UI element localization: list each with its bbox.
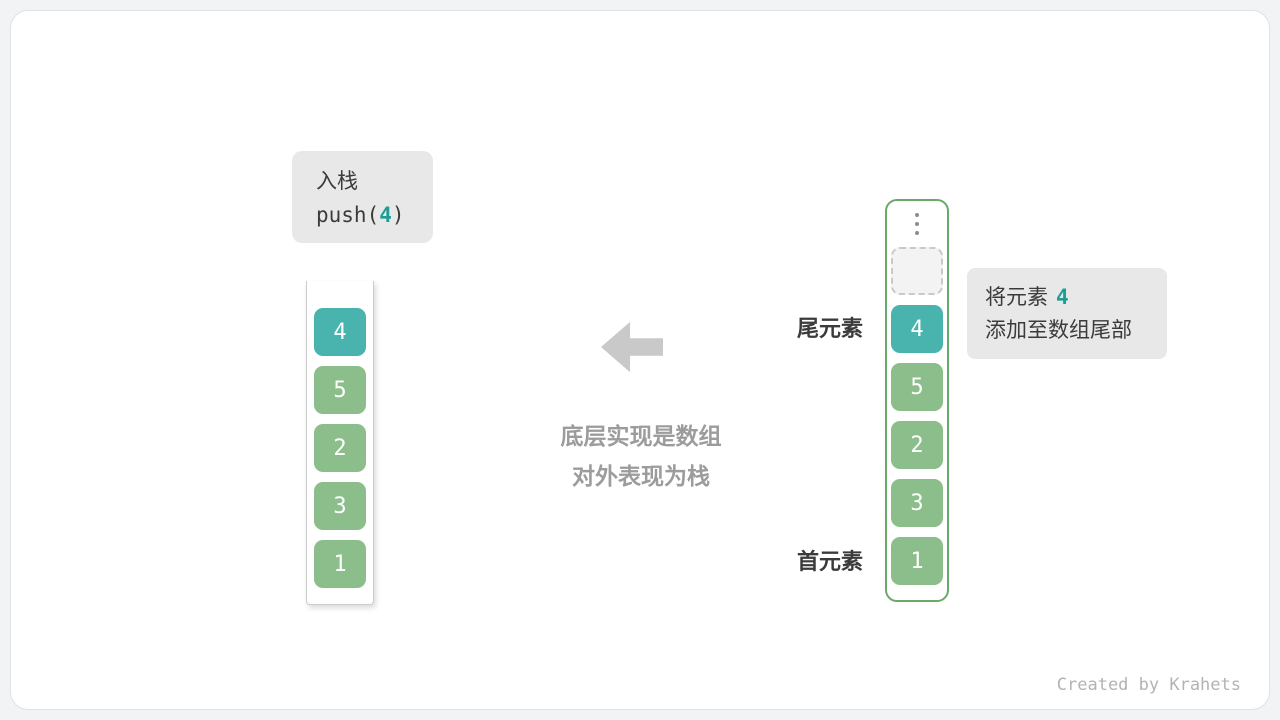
push-operation-title: 入栈 — [316, 170, 358, 193]
stack-cell: 1 — [314, 540, 366, 588]
left-arrow-icon — [601, 321, 663, 373]
annotation-line-1: 将元素 4 — [985, 281, 1167, 314]
diagram-card: 入栈 push(4) 4 5 2 3 1 底层实现是数组 对外表现为栈 尾元素 … — [10, 10, 1270, 710]
push-operation-code: push(4) — [316, 203, 433, 227]
array-cell: 1 — [891, 537, 943, 585]
credit-text: Created by Krahets — [1056, 675, 1241, 695]
ellipsis-icon — [915, 211, 919, 237]
array-cell: 5 — [891, 363, 943, 411]
stack-cell-top: 4 — [314, 308, 366, 356]
explanation-line-2: 对外表现为栈 — [572, 463, 710, 489]
annotation-value: 4 — [1056, 285, 1069, 309]
stack-cell: 5 — [314, 366, 366, 414]
annotation-line-2: 添加至数组尾部 — [985, 319, 1132, 342]
stack-cell: 3 — [314, 482, 366, 530]
head-element-label: 首元素 — [796, 549, 863, 574]
explanation-text: 底层实现是数组 对外表现为栈 — [451, 416, 831, 496]
tail-element-label: 尾元素 — [796, 316, 863, 341]
explanation-line-1: 底层实现是数组 — [560, 423, 722, 449]
push-code-prefix: push( — [316, 203, 380, 227]
array-view-container: 4 5 2 3 1 — [885, 199, 949, 602]
array-cell: 3 — [891, 479, 943, 527]
push-code-suffix: ) — [391, 203, 405, 227]
push-operation-label: 入栈 push(4) — [292, 151, 433, 243]
annotation-box: 将元素 4 添加至数组尾部 — [967, 268, 1167, 359]
array-cell-new: 4 — [891, 305, 943, 353]
array-cell: 2 — [891, 421, 943, 469]
stack-cell: 2 — [314, 424, 366, 472]
stack-view-container: 4 5 2 3 1 — [306, 281, 374, 605]
empty-array-slot — [891, 247, 943, 295]
push-code-value: 4 — [379, 203, 392, 227]
annotation-prefix: 将元素 — [985, 286, 1048, 309]
